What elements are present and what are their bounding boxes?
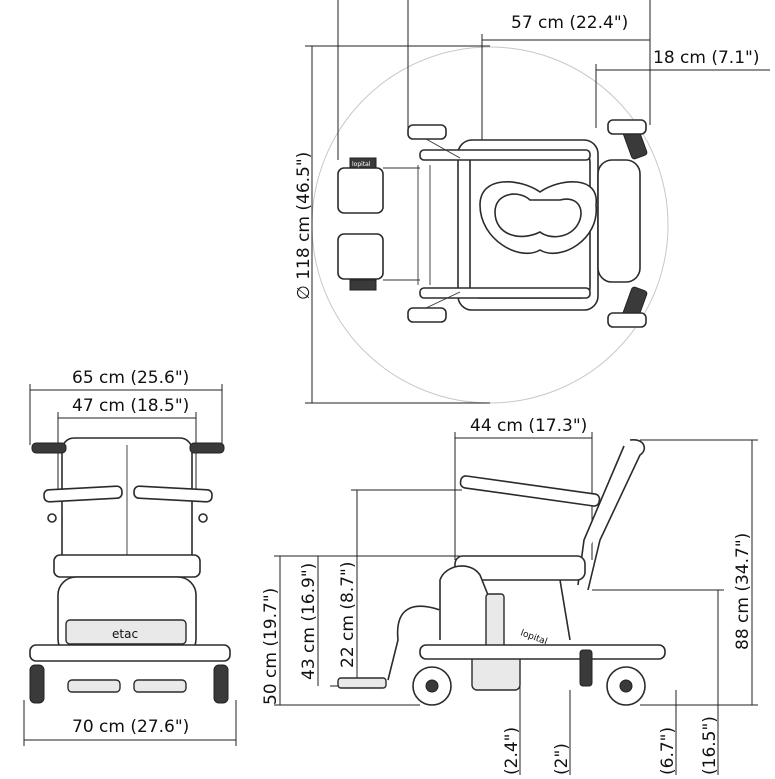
- toilet-seat-hole: [494, 193, 582, 238]
- wheel-hub-front: [425, 679, 439, 693]
- armrest-knob-left: [47, 513, 57, 523]
- wheel-hub-rear: [619, 679, 633, 693]
- offset-label: 18 cm (7.1"): [653, 48, 759, 68]
- footplate-side: [337, 677, 387, 689]
- brand-mark-top-1: lopital: [352, 161, 371, 168]
- push-handle-left: [31, 442, 67, 454]
- base-width-label: 70 cm (27.6"): [72, 717, 189, 737]
- seat-front: [53, 554, 201, 578]
- side-view: 44 cm (17.3") 88 cm (34.7") 50 cm (19.7"…: [261, 416, 758, 775]
- footplate-front-left: [67, 679, 121, 693]
- seat-width-label: 47 cm (18.5"): [72, 396, 189, 416]
- seat-height-label: 50 cm (19.7"): [261, 588, 281, 705]
- footplate-right: [337, 233, 384, 280]
- backrest-top: [597, 159, 641, 283]
- bottom-label-1: (2.4"): [502, 727, 522, 775]
- width-label: 57 cm (22.4"): [511, 13, 628, 33]
- frame-front-side: [439, 565, 491, 640]
- backrest-side: [587, 439, 646, 591]
- push-handle-right: [189, 442, 225, 454]
- top-view: ∅ 118 cm (46.5") 57 cm (22.4") 18 cm (7.…: [294, 0, 770, 404]
- footrest-leg: [387, 605, 441, 681]
- diameter-label: ∅ 118 cm (46.5"): [294, 152, 314, 300]
- armrest-right-top: [419, 287, 591, 299]
- total-height-label: 88 cm (34.7"): [733, 533, 753, 650]
- base-frame-front: [29, 644, 231, 662]
- caster-front-right: [407, 307, 447, 323]
- footplate-left: [337, 167, 384, 214]
- caster-front-left: [407, 124, 447, 140]
- frame-link-1: [425, 138, 461, 159]
- caster-rear-right: [607, 312, 647, 328]
- caster-rear-left: [607, 119, 647, 135]
- armrest-height-label: 22 cm (8.7"): [338, 562, 358, 668]
- bottom-label-4: (16.5"): [700, 716, 720, 775]
- chair-top-body: [407, 119, 648, 328]
- bottom-label-3: (6.7"): [658, 727, 678, 775]
- brake-pedal: [579, 649, 593, 687]
- seat-low-label: 43 cm (16.9"): [299, 563, 319, 680]
- armrest-front-right: [133, 485, 213, 503]
- wheel-front-left: [29, 664, 45, 704]
- front-view: 65 cm (25.6") 47 cm (18.5") 70 cm (27.6"…: [23, 368, 237, 746]
- wheel-front-right: [213, 664, 229, 704]
- armrest-width-label: 65 cm (25.6"): [72, 368, 189, 388]
- depth-label: 44 cm (17.3"): [470, 416, 587, 436]
- commode-bucket-front: [65, 619, 187, 645]
- armrest-knob-right: [198, 513, 208, 523]
- armrest-side: [459, 475, 601, 507]
- footplate-label-right: [349, 279, 377, 291]
- footplate-front-right: [133, 679, 187, 693]
- frame-link-2: [425, 291, 461, 309]
- front-brand-mark: etac: [112, 627, 138, 641]
- bottom-label-2: (2"): [552, 743, 572, 775]
- armrest-front-left: [43, 485, 123, 503]
- armrest-left-top: [419, 149, 591, 161]
- base-frame-side: [419, 644, 666, 660]
- frame-rear-side: [559, 579, 571, 641]
- footplate-label-left: [349, 157, 377, 169]
